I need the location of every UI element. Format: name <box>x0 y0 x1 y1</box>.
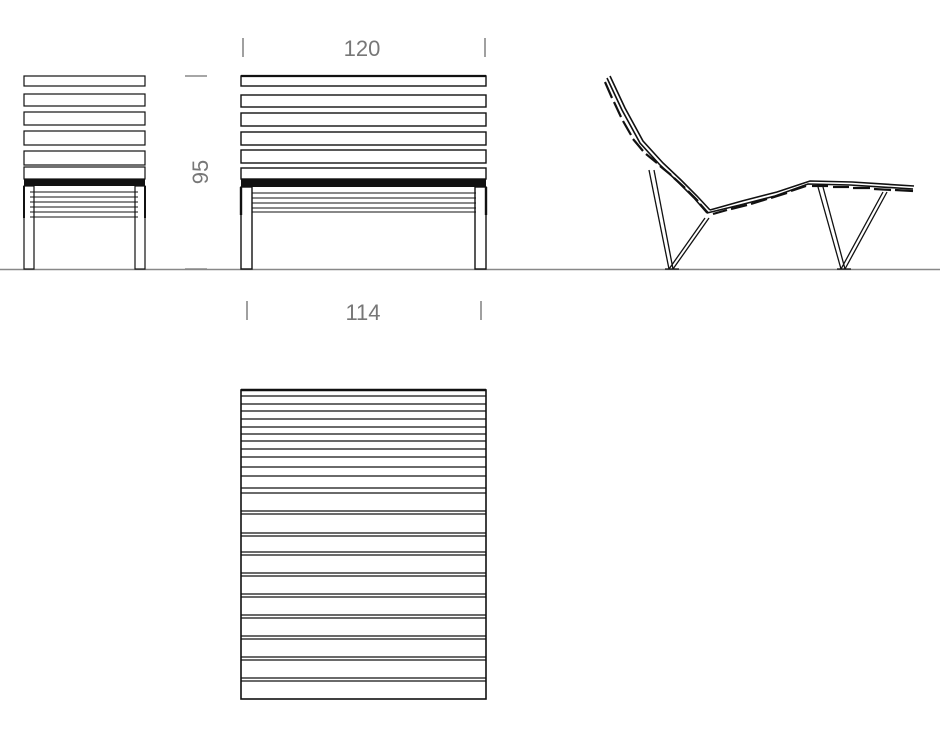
bottom-width-label: 114 <box>345 300 380 325</box>
lounger-side-profile <box>603 75 915 270</box>
top-width-dimension: 120 <box>242 36 486 61</box>
top-view <box>240 388 487 700</box>
front-view <box>239 74 488 270</box>
bottom-width-dimension: 114 <box>246 300 482 325</box>
height-dimension: 95 <box>185 75 213 270</box>
top-width-label: 120 <box>344 36 381 61</box>
height-label: 95 <box>188 160 213 184</box>
side-view <box>23 75 146 270</box>
